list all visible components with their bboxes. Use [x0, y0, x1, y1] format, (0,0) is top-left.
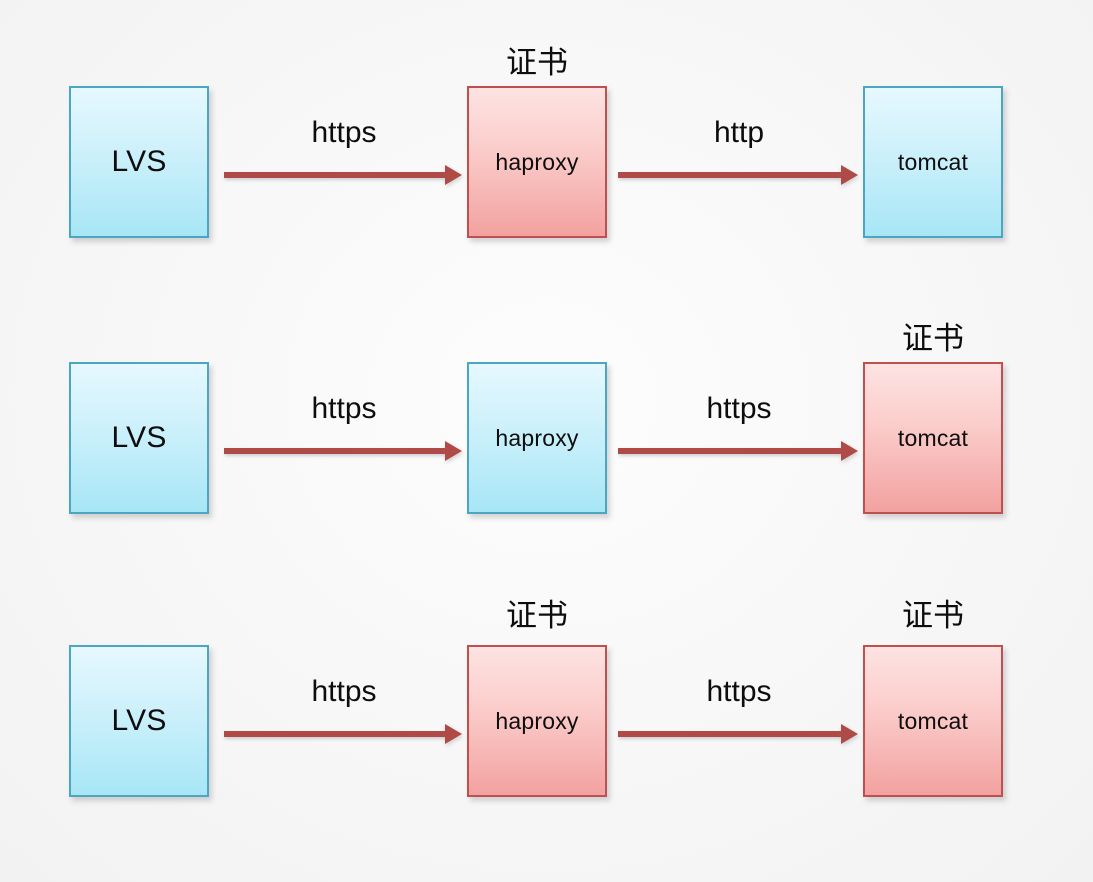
arrow-haproxy-to-tomcat-row3: https — [618, 677, 860, 751]
arrow-head-icon — [841, 441, 858, 461]
arrow-lvs-to-haproxy-row2-label: https — [311, 392, 377, 425]
arrow-head-icon — [445, 165, 462, 185]
arrow-haproxy-to-tomcat-row3-label: https — [706, 675, 772, 708]
arrow-head-icon — [841, 165, 858, 185]
arrow-haproxy-to-tomcat-row1-label: http — [713, 116, 765, 149]
node-haproxy-row1-label: haproxy — [495, 148, 579, 175]
diagram-row-2: 证书 LVS https haproxy https tomcat — [0, 302, 1093, 532]
certificate-label-row2-tomcat: 证书 — [902, 321, 964, 357]
diagram-row-3: 证书 证书 LVS https haproxy https tomcat — [0, 585, 1093, 815]
node-haproxy-row3-label: haproxy — [495, 707, 579, 734]
arrow-lvs-to-haproxy-row3: https — [224, 677, 464, 751]
node-lvs-row2-label: LVS — [111, 421, 167, 454]
node-lvs-row3[interactable]: LVS — [69, 645, 209, 797]
arrow-lvs-to-haproxy-row1: https — [224, 118, 464, 192]
arrow-shaft — [618, 172, 843, 178]
arrow-shaft — [618, 448, 843, 454]
arrow-haproxy-to-tomcat-row2-label: https — [706, 392, 772, 425]
node-haproxy-row2-label: haproxy — [495, 424, 579, 451]
arrow-head-icon — [445, 441, 462, 461]
arrow-shaft — [618, 731, 843, 737]
node-tomcat-row3[interactable]: tomcat — [863, 645, 1003, 797]
node-haproxy-row3[interactable]: haproxy — [467, 645, 607, 797]
node-lvs-row1-label: LVS — [111, 145, 167, 178]
node-tomcat-row3-label: tomcat — [897, 707, 969, 734]
arrow-haproxy-to-tomcat-row2: https — [618, 394, 860, 468]
arrow-head-icon — [841, 724, 858, 744]
node-tomcat-row1-label: tomcat — [897, 148, 969, 175]
certificate-label-row3-haproxy: 证书 — [506, 598, 568, 634]
node-haproxy-row2[interactable]: haproxy — [467, 362, 607, 514]
node-haproxy-row1[interactable]: haproxy — [467, 86, 607, 238]
certificate-label-row1-haproxy: 证书 — [506, 45, 568, 81]
certificate-label-row3-tomcat: 证书 — [902, 598, 964, 634]
node-tomcat-row2-label: tomcat — [897, 424, 969, 451]
node-lvs-row3-label: LVS — [111, 704, 167, 737]
arrow-lvs-to-haproxy-row3-label: https — [311, 675, 377, 708]
node-lvs-row1[interactable]: LVS — [69, 86, 209, 238]
arrow-lvs-to-haproxy-row1-label: https — [311, 116, 377, 149]
arrow-shaft — [224, 448, 447, 454]
arrow-lvs-to-haproxy-row2: https — [224, 394, 464, 468]
node-lvs-row2[interactable]: LVS — [69, 362, 209, 514]
arrow-shaft — [224, 172, 447, 178]
diagram-row-1: 证书 LVS https haproxy http tomcat — [0, 30, 1093, 260]
arrow-haproxy-to-tomcat-row1: http — [618, 118, 860, 192]
node-tomcat-row1[interactable]: tomcat — [863, 86, 1003, 238]
arrow-head-icon — [445, 724, 462, 744]
node-tomcat-row2[interactable]: tomcat — [863, 362, 1003, 514]
arrow-shaft — [224, 731, 447, 737]
